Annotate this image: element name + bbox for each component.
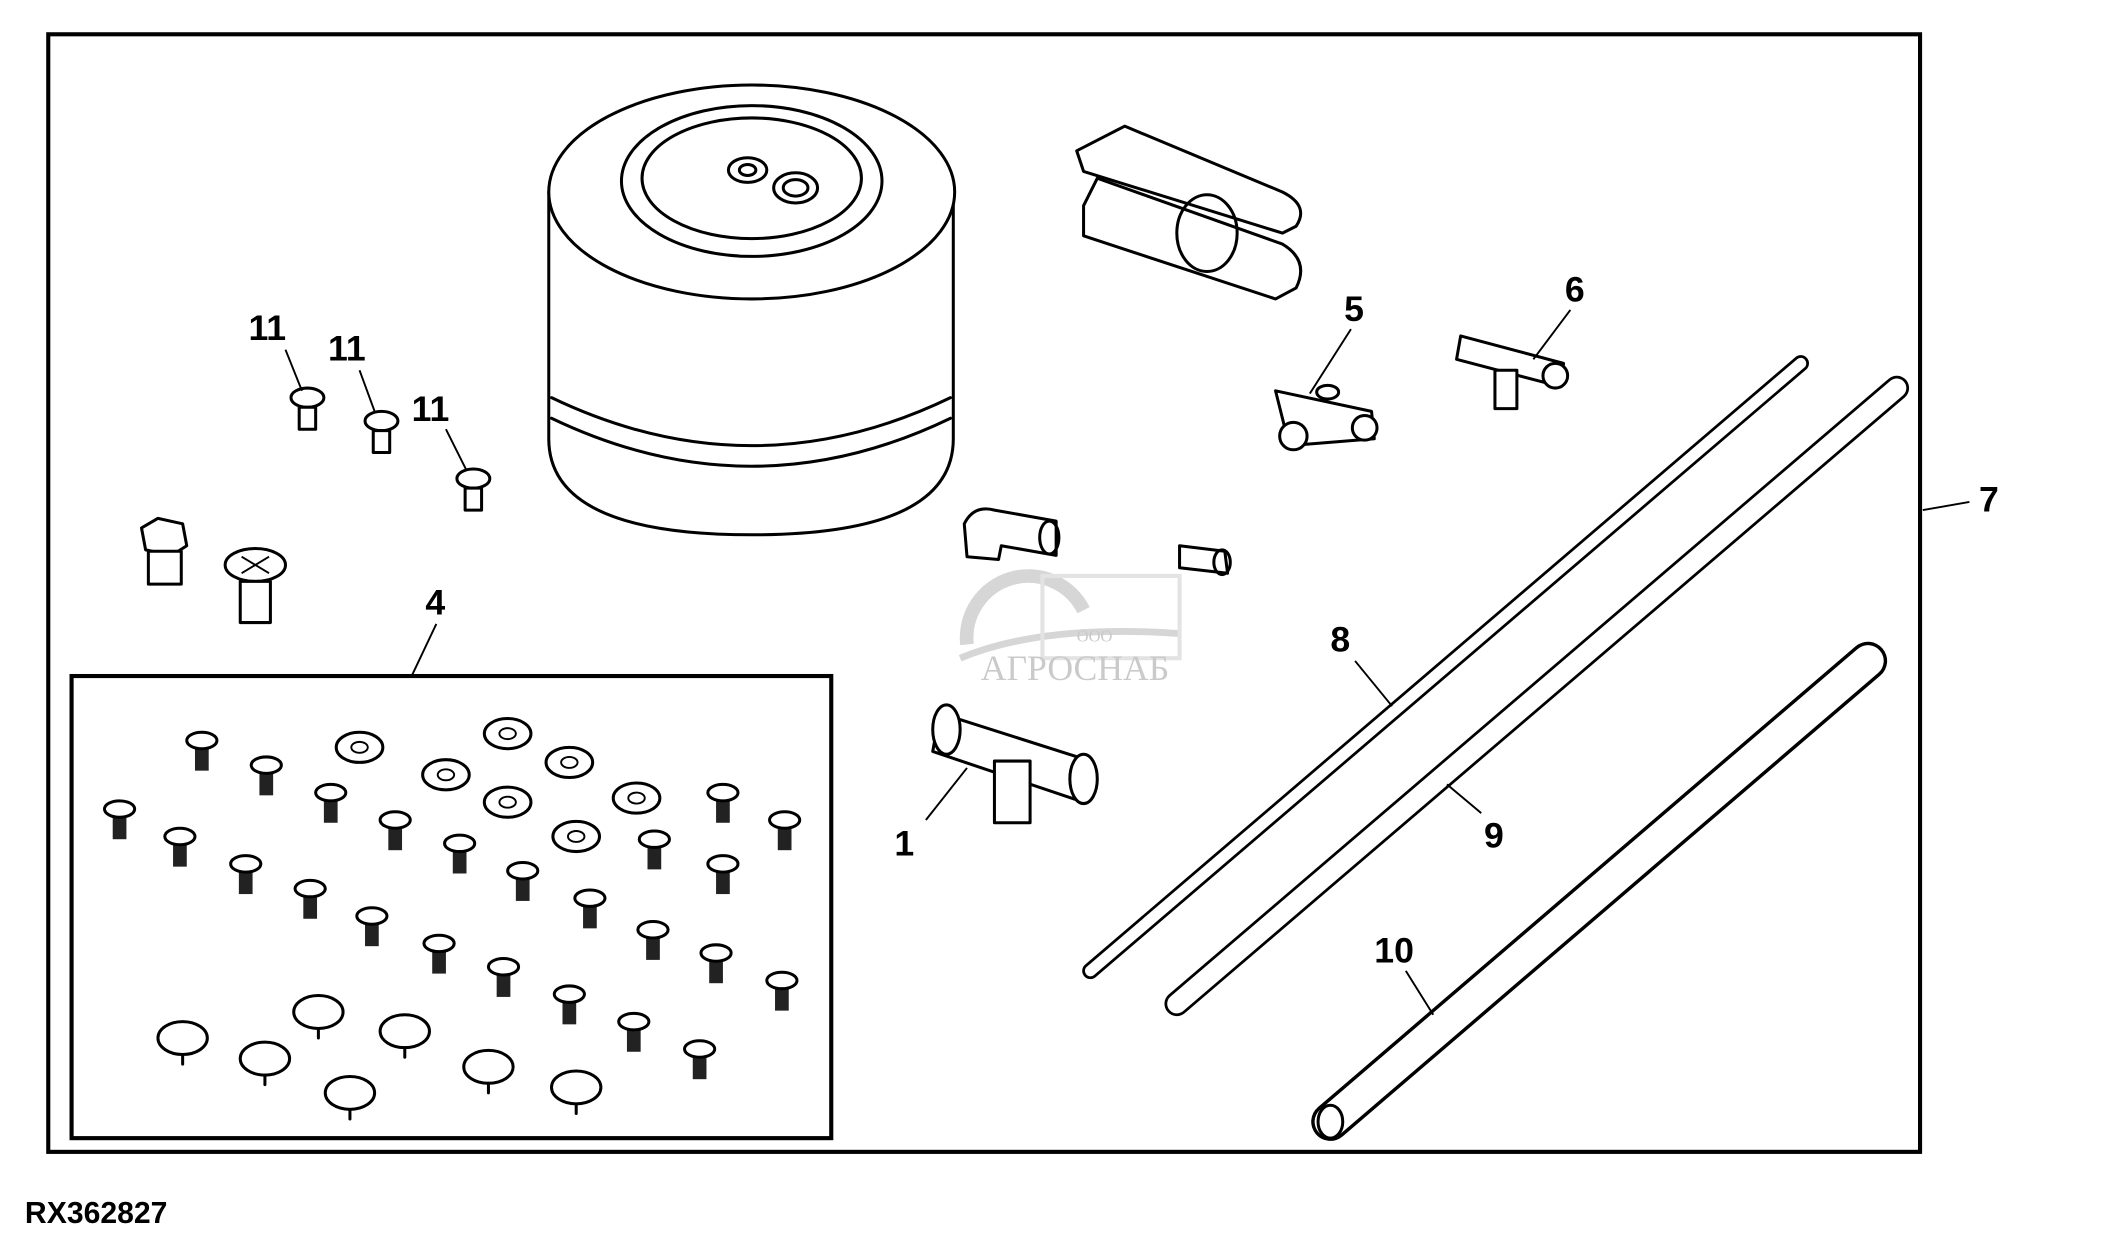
- callout-8: 8: [1330, 619, 1350, 659]
- washer-hole: [498, 727, 517, 741]
- screw: [314, 782, 348, 823]
- washer: [334, 730, 385, 764]
- tee-fitting-6: [1455, 334, 1570, 411]
- watermark-prefix: ООО: [1077, 627, 1113, 646]
- screw: [552, 984, 586, 1025]
- screw: [163, 826, 197, 867]
- screw: [637, 829, 671, 870]
- screw: [355, 906, 389, 947]
- callout-11: 11: [412, 389, 450, 429]
- callout-labels: 1 4 5 6 7 8 9 10 11 11 11: [248, 270, 1998, 971]
- washer: [421, 758, 471, 792]
- push-rivet: [378, 1013, 431, 1050]
- elbow-fitting: [962, 507, 1061, 561]
- outer-frame: [46, 32, 1923, 1154]
- screw: [768, 810, 802, 851]
- washer: [482, 785, 533, 819]
- callout-4: 4: [425, 582, 445, 622]
- screw: [422, 933, 456, 974]
- callout-11: 11: [328, 329, 366, 369]
- screw: [617, 1011, 651, 1052]
- screw: [185, 730, 219, 771]
- washer: [551, 819, 602, 854]
- push-rivet: [292, 994, 345, 1030]
- screw: [486, 957, 521, 997]
- screw: [506, 861, 540, 901]
- cross-fitting-5: [1274, 383, 1379, 452]
- washer-hole: [498, 795, 517, 809]
- callout-10: 10: [1374, 931, 1414, 971]
- watermark-name: АГРОСНАБ: [981, 648, 1170, 688]
- callout-7: 7: [1979, 479, 1999, 519]
- screw: [765, 970, 799, 1011]
- screw-11: [289, 386, 492, 512]
- tube-10: [1311, 641, 1888, 1141]
- screw: [378, 810, 412, 851]
- hardware-box: [69, 673, 834, 1141]
- callout-5: 5: [1344, 289, 1364, 329]
- washer: [482, 717, 533, 751]
- callout-1: 1: [894, 824, 914, 864]
- push-rivet: [550, 1069, 603, 1106]
- washer-hole: [436, 768, 456, 782]
- phillips-screw: [223, 546, 287, 625]
- callout-6: 6: [1565, 270, 1585, 310]
- washer: [544, 745, 595, 780]
- screw: [573, 888, 607, 929]
- washer: [611, 781, 662, 815]
- tube-cutter-tool: [1075, 124, 1303, 301]
- screw: [293, 878, 327, 919]
- screw: [636, 919, 670, 960]
- hex-plug: [139, 516, 189, 586]
- callout-9: 9: [1484, 815, 1504, 855]
- push-rivet: [323, 1074, 377, 1111]
- callout-11: 11: [248, 308, 286, 348]
- screw: [683, 1039, 717, 1080]
- leader-lines: [284, 309, 1970, 1016]
- straight-fitting: [1178, 544, 1232, 577]
- hardware-set-4: [102, 717, 802, 1121]
- tee-fitting-1: [931, 703, 1099, 825]
- screw: [102, 799, 137, 840]
- drawing-code: RX362827: [25, 1197, 168, 1230]
- washer-hole: [567, 830, 586, 843]
- screw: [699, 943, 733, 984]
- screw: [443, 833, 477, 874]
- reservoir-tank: [547, 83, 957, 537]
- screw: [706, 854, 740, 895]
- push-rivet: [462, 1048, 515, 1085]
- watermark-logo: ООО АГРОСНАБ: [958, 569, 1182, 688]
- push-rivet: [238, 1040, 292, 1077]
- washer-hole: [627, 791, 646, 805]
- washer-hole: [350, 740, 369, 754]
- tube-8: [1082, 355, 1809, 980]
- screw: [229, 854, 263, 895]
- tube-9: [1164, 375, 1910, 1017]
- screw: [249, 755, 283, 796]
- push-rivet: [156, 1020, 209, 1057]
- washer-hole: [560, 755, 579, 769]
- screw: [706, 782, 740, 823]
